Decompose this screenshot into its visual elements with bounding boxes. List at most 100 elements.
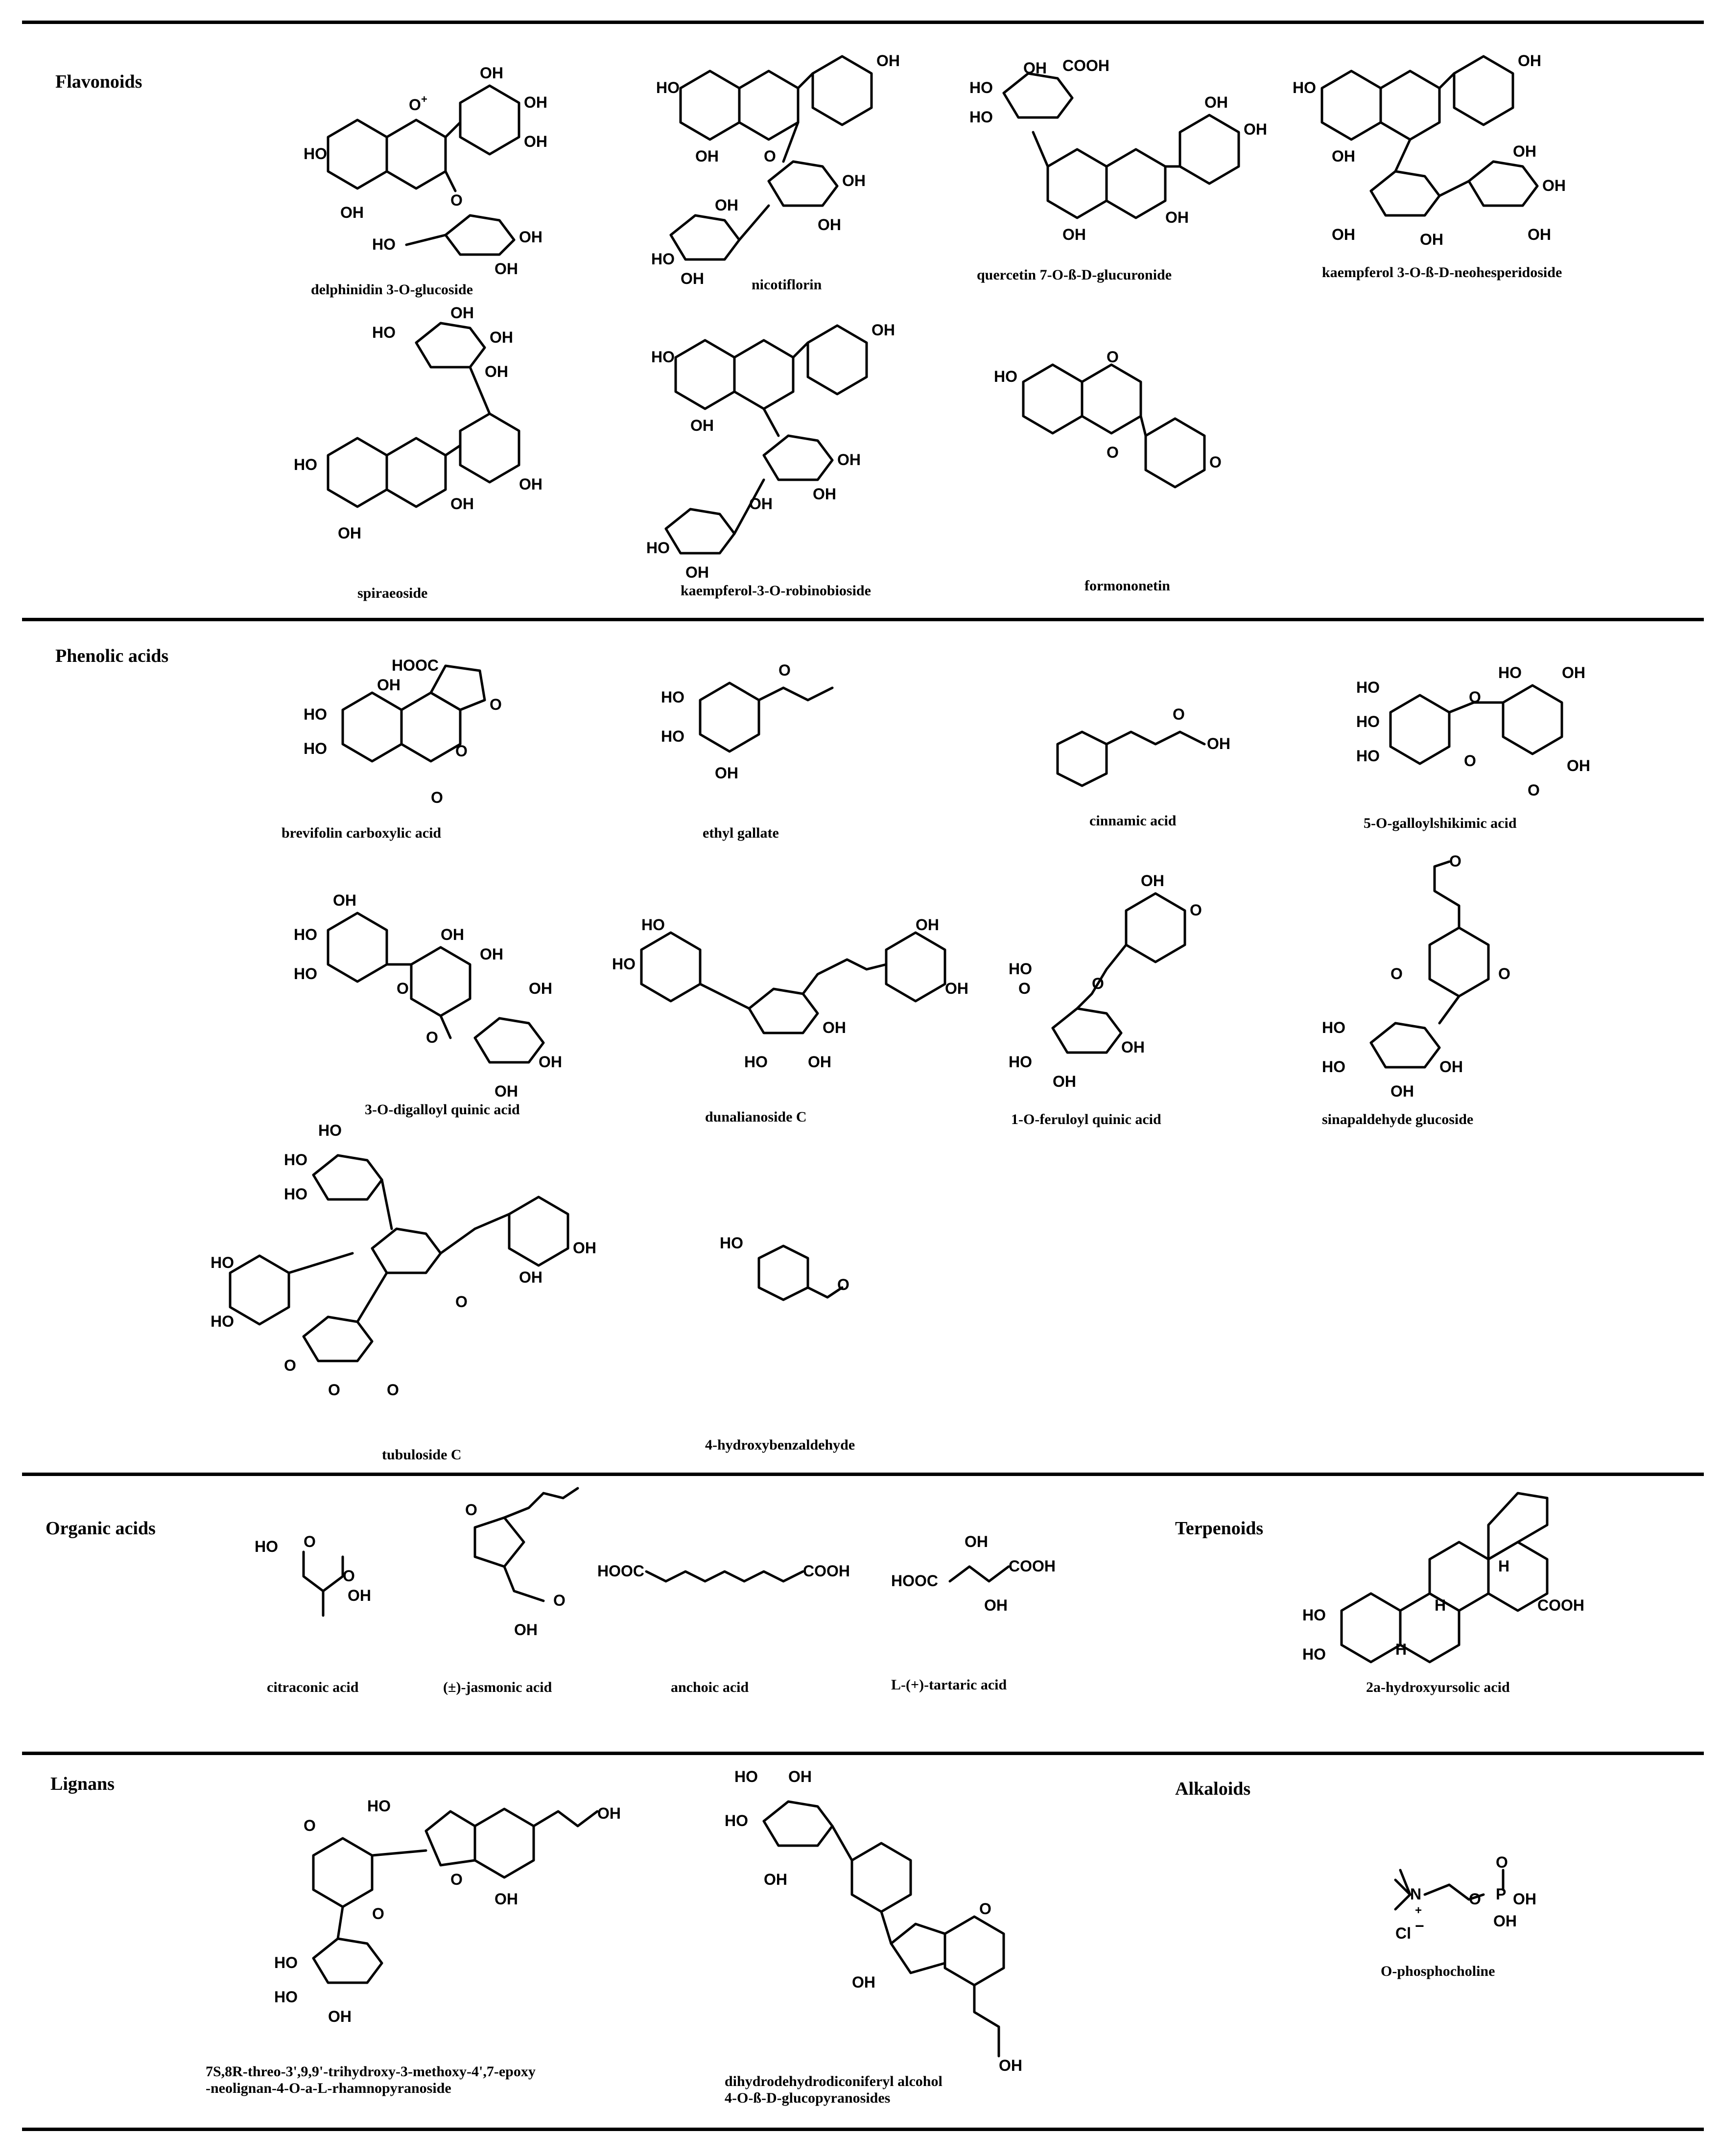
caption-delphinidin-3-o-glucoside: delphinidin 3-O-glucoside <box>311 281 473 298</box>
svg-text:O: O <box>284 1357 296 1374</box>
svg-text:O: O <box>455 1293 468 1311</box>
structure-1-o-feruloyl-quinic-acid: OH O HO O O OH HO OH <box>1009 872 1202 1090</box>
svg-text:OH: OH <box>1207 735 1230 752</box>
caption-sinapaldehyde-glucoside: sinapaldehyde glucoside <box>1322 1111 1474 1127</box>
svg-text:O: O <box>1190 901 1202 919</box>
svg-text:OH: OH <box>514 1621 538 1639</box>
svg-text:+: + <box>1415 1904 1422 1917</box>
structure-neolignan-rhamnopyranoside: HO OH O OH O O HO HO OH <box>274 1797 621 2025</box>
svg-text:HO: HO <box>372 235 396 253</box>
heading-phenolic-acids: Phenolic acids <box>55 646 169 666</box>
svg-text:OH: OH <box>1023 59 1047 77</box>
svg-text:OH: OH <box>788 1768 812 1785</box>
caption-neolignan-line1: 7S,8R-threo-3',9,9'-trihydroxy-3-methoxy… <box>206 2063 536 2080</box>
svg-text:OH: OH <box>441 926 464 943</box>
svg-text:HO: HO <box>734 1768 758 1785</box>
svg-text:HO: HO <box>1322 1058 1345 1076</box>
svg-text:HO: HO <box>211 1312 234 1330</box>
caption-1-o-feruloyl-quinic-acid: 1-O-feruloyl quinic acid <box>1011 1111 1161 1127</box>
svg-text:HO: HO <box>661 727 684 745</box>
svg-text:OH: OH <box>965 1533 988 1550</box>
svg-text:OH: OH <box>813 485 836 503</box>
svg-text:O: O <box>1528 781 1540 799</box>
svg-text:OH: OH <box>340 204 364 221</box>
svg-text:O: O <box>372 1905 384 1922</box>
svg-text:OH: OH <box>495 1890 518 1908</box>
separator-phenolic-organic <box>22 1473 1704 1476</box>
heading-terpenoids: Terpenoids <box>1175 1518 1264 1539</box>
svg-text:OH: OH <box>945 980 968 997</box>
svg-text:OH: OH <box>338 524 361 542</box>
svg-text:HO: HO <box>969 108 993 126</box>
svg-text:HO: HO <box>661 688 684 706</box>
svg-text:OH: OH <box>876 52 900 70</box>
svg-text:OH: OH <box>984 1596 1008 1614</box>
structure-5-o-galloylshikimic-acid: HO HO HO O O HO OH OH O <box>1356 664 1590 799</box>
caption-tubuloside-c: tubuloside C <box>382 1447 462 1463</box>
caption-citraconic-acid: citraconic acid <box>267 1679 359 1695</box>
svg-text:OH: OH <box>818 216 841 234</box>
svg-text:OH: OH <box>1562 664 1585 681</box>
svg-text:+: + <box>421 93 427 105</box>
caption-3-o-digalloyl-quinic-acid: 3-O-digalloyl quinic acid <box>365 1101 520 1118</box>
svg-text:OH: OH <box>685 563 709 581</box>
caption-brevifolin-carboxylic-acid: brevifolin carboxylic acid <box>282 825 442 841</box>
structure-dunalianoside-c: HO HO OH OH OH OH HO <box>612 916 968 1071</box>
caption-dihydrodehydrodiconiferyl-glucopyranoside: dihydrodehydrodiconiferyl alcohol 4-O-ß-… <box>725 2073 942 2107</box>
svg-text:COOH: COOH <box>1009 1557 1056 1575</box>
svg-text:HO: HO <box>367 1797 391 1815</box>
svg-text:OH: OH <box>328 2008 352 2025</box>
svg-text:OH: OH <box>377 676 401 694</box>
caption-tartaric-acid: L-(+)-tartaric acid <box>891 1677 1007 1693</box>
svg-text:O: O <box>1496 1853 1508 1871</box>
svg-text:OH: OH <box>524 94 547 111</box>
svg-text:HO: HO <box>304 705 327 723</box>
svg-text:HO: HO <box>294 456 317 473</box>
structure-citraconic-acid: HO O O OH <box>255 1533 371 1617</box>
caption-formononetin: formononetin <box>1084 578 1170 594</box>
structure-jasmonic-acid: O O OH <box>465 1487 579 1639</box>
structure-4-hydroxybenzaldehyde: HO O <box>720 1234 849 1301</box>
caption-nicotiflorin: nicotiflorin <box>752 277 822 293</box>
svg-text:OH: OH <box>539 1053 562 1071</box>
svg-text:OH: OH <box>480 945 503 963</box>
svg-text:OH: OH <box>1053 1073 1076 1090</box>
svg-text:OH: OH <box>519 475 542 493</box>
svg-text:HO: HO <box>651 348 675 366</box>
svg-text:O: O <box>1018 980 1031 997</box>
caption-quercetin-7-o-glucuronide: quercetin 7-O-ß-D-glucuronide <box>977 267 1172 283</box>
structure-2a-hydroxyursolic-acid: HO HO COOH H H H <box>1302 1492 1584 1664</box>
svg-text:OH: OH <box>480 64 503 82</box>
svg-text:OH: OH <box>1518 52 1541 70</box>
caption-dihydro-line1: dihydrodehydrodiconiferyl alcohol <box>725 2073 942 2089</box>
svg-text:OH: OH <box>715 764 738 782</box>
svg-text:OH: OH <box>519 228 542 246</box>
svg-text:−: − <box>1415 1917 1424 1935</box>
svg-text:OH: OH <box>529 980 552 997</box>
svg-text:OH: OH <box>852 1973 875 1991</box>
svg-text:O: O <box>304 1533 316 1550</box>
svg-text:HO: HO <box>1009 1053 1032 1071</box>
svg-text:O: O <box>426 1029 438 1046</box>
svg-text:HO: HO <box>969 79 993 96</box>
svg-text:O: O <box>455 742 468 760</box>
svg-text:OH: OH <box>1528 226 1551 243</box>
structure-formononetin: HO O O O <box>994 348 1222 489</box>
svg-text:O: O <box>343 1567 355 1585</box>
svg-text:HO: HO <box>294 926 317 943</box>
svg-text:HO: HO <box>1356 713 1380 730</box>
caption-ethyl-gallate: ethyl gallate <box>703 825 779 841</box>
caption-dihydro-line2: 4-O-ß-D-glucopyranosides <box>725 2090 891 2106</box>
structure-kaempferol-neohesperidoside: HO OH OH OH OH OH OH OH <box>1293 52 1566 248</box>
svg-text:OH: OH <box>1513 1890 1536 1908</box>
svg-text:OH: OH <box>1420 231 1443 248</box>
svg-text:O: O <box>1107 348 1119 366</box>
svg-text:HO: HO <box>656 79 680 96</box>
svg-text:OH: OH <box>1439 1058 1463 1076</box>
svg-text:N: N <box>1410 1885 1421 1903</box>
svg-text:HO: HO <box>294 965 317 983</box>
svg-text:HO: HO <box>1356 747 1380 765</box>
svg-text:HO: HO <box>1302 1645 1326 1663</box>
svg-text:HO: HO <box>284 1185 307 1203</box>
svg-text:HO: HO <box>274 1954 298 1971</box>
